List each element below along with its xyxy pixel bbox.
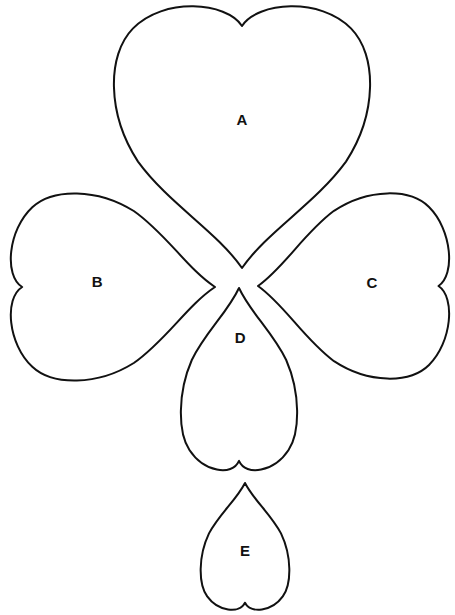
part-letter: C [367, 275, 378, 290]
petal-outline-path [258, 193, 449, 378]
petal-outline-path [181, 288, 297, 470]
petal-outline-path [11, 193, 215, 380]
petal-outline [180, 288, 298, 468]
petal-shape: C [258, 192, 448, 380]
part-letter: A [237, 112, 248, 127]
petal-shape: D [180, 288, 298, 468]
petal-outline [258, 192, 448, 380]
petal-outline-path [201, 483, 290, 610]
part-letter: D [235, 329, 246, 344]
petal-shape: E [200, 483, 290, 609]
petal-shape: B [12, 192, 215, 382]
part-letter: B [92, 274, 103, 289]
part-letter: E [240, 542, 250, 557]
petal-outline [12, 192, 215, 382]
